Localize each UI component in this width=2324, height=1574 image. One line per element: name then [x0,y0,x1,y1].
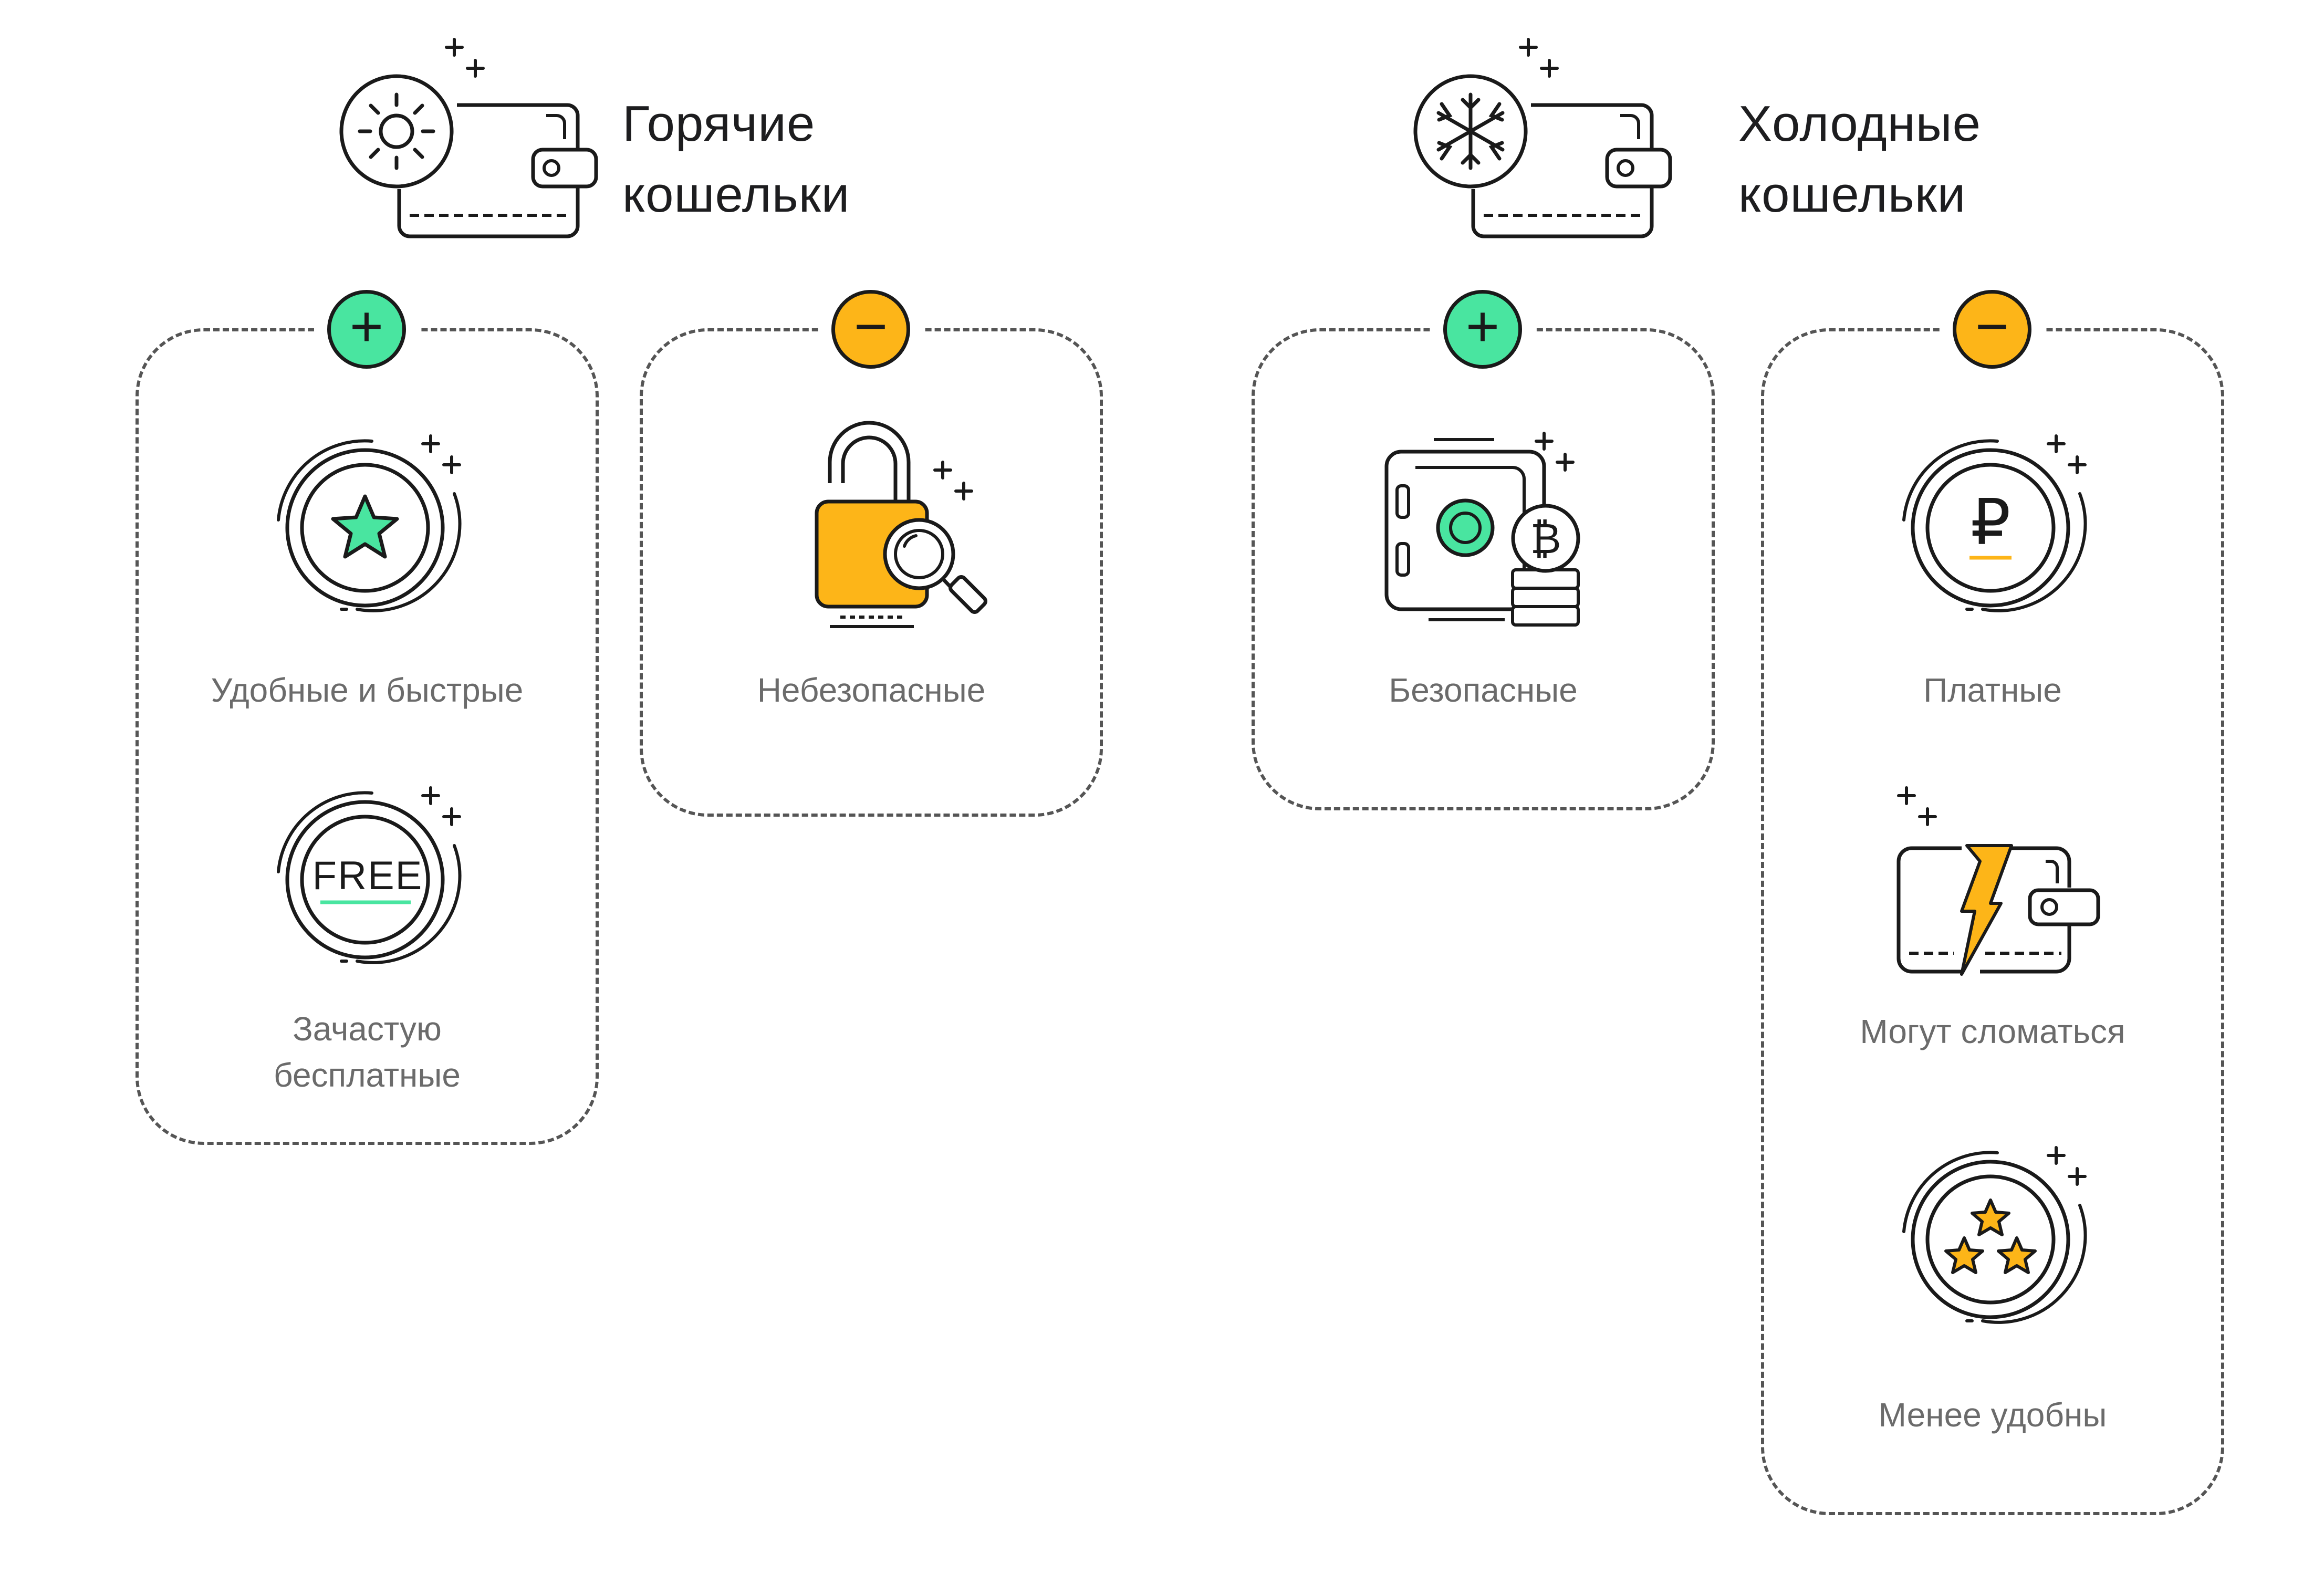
hot-cons-minus-badge: − [831,290,910,369]
hot-cons-sign: − [853,294,888,359]
free-coin-text: FREE [312,853,423,898]
hot-pros-label-2-line2: бесплатные [274,1056,461,1094]
hot-cons-label-1: Небезопасные [757,671,986,709]
safe-bitcoin-icon: ₿ [1384,432,1580,627]
unlocked-padlock-magnifier-icon [815,421,987,628]
hot-pros-sign: + [349,294,384,359]
cold-cons-label-2: Могут сломаться [1860,1013,2125,1050]
hot-pros-label-2-line1: Зачастую [293,1010,442,1048]
hot-wallet-sun-icon [339,38,598,238]
three-stars-coin-icon [1902,1146,2087,1324]
hot-pros-label-1: Удобные и быстрые [211,671,524,709]
cold-title-line2: кошельки [1738,166,1966,223]
cold-pros-label-1: Безопасные [1389,671,1578,709]
cold-wallet-snowflake-icon [1413,38,1672,238]
svg-text:₿: ₿ [1530,514,1561,563]
ruble-coin-text: ₽ [1970,487,2011,558]
cold-pros-plus-badge: + [1443,290,1522,369]
ruble-coin-icon [1902,434,2087,612]
cold-cons-sign: − [1975,294,2009,359]
cold-pros-sign: + [1465,294,1500,359]
hot-pros-plus-badge: + [327,290,406,369]
broken-wallet-icon [1896,786,2100,976]
star-coin-icon [277,434,462,612]
hot-title-line2: кошельки [622,166,850,223]
hot-title-line1: Горячие [622,96,816,152]
free-coin-icon [277,786,462,964]
cold-cons-label-3: Менее удобны [1878,1396,2107,1434]
cold-cons-label-1: Платные [1923,671,2062,709]
cold-title-line1: Холодные [1738,96,1982,152]
cold-cons-minus-badge: − [1953,290,2031,369]
